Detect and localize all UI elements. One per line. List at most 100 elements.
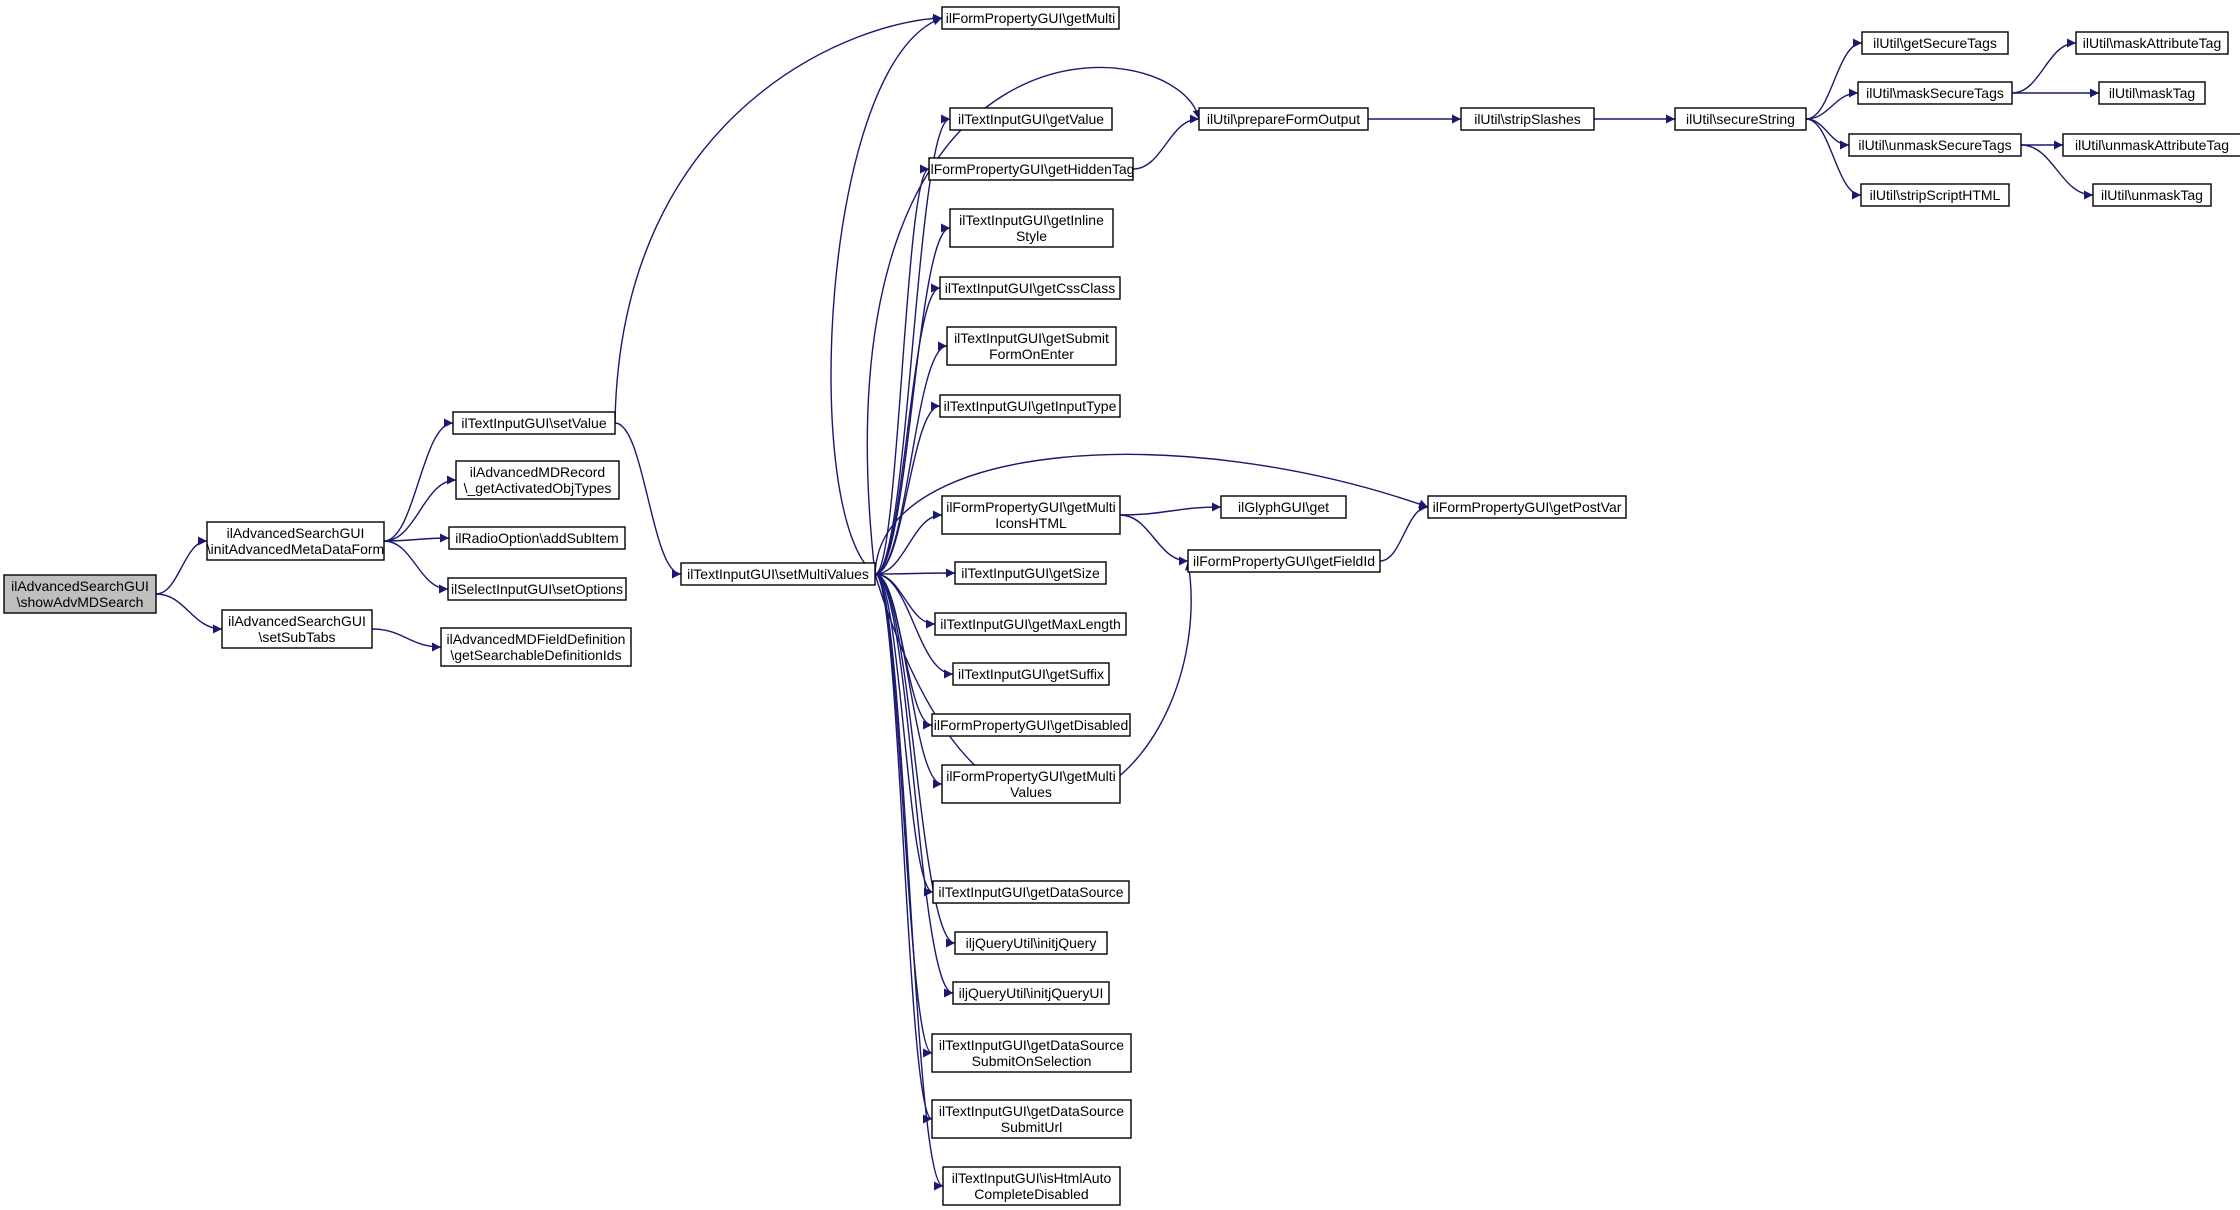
node-addSubItem[interactable]: ilRadioOption\addSubItem: [448, 526, 626, 550]
node-getFieldId[interactable]: ilFormPropertyGUI\getFieldId: [1187, 549, 1381, 573]
node-box-stripScriptHTML: [1860, 183, 2010, 207]
node-label-getSuffix-line-0: ilTextInputGUI\getSuffix: [958, 666, 1104, 682]
node-maskSecureTags[interactable]: ilUtil\maskSecureTags: [1857, 81, 2013, 105]
node-getMaxLength[interactable]: ilTextInputGUI\getMaxLength: [934, 612, 1127, 636]
node-unmaskAttributeTag[interactable]: ilUtil\unmaskAttributeTag: [2062, 133, 2240, 157]
node-box-getCssClass: [939, 276, 1121, 300]
node-label-getMultiIconsHTML-line-1: IconsHTML: [995, 515, 1067, 531]
node-box-getHiddenTag: [928, 157, 1134, 181]
edge-maskSecureTags-to-maskAttributeTag: [2011, 38, 2077, 94]
edge-getMultiIconsHTML-to-getFieldId: [1119, 514, 1189, 566]
node-label-initAdvancedMetaDataForm-line-1: \initAdvancedMetaDataForm: [207, 541, 384, 557]
node-label-prepareFormOutput-line-0: ilUtil\prepareFormOutput: [1207, 111, 1360, 127]
node-getDataSourceSubmitOnSelection[interactable]: ilTextInputGUI\getDataSourceSubmitOnSele…: [931, 1033, 1132, 1073]
node-get[interactable]: ilGlyphGUI\get: [1220, 495, 1347, 519]
node-setMultiValues[interactable]: ilTextInputGUI\setMultiValues: [680, 562, 876, 586]
node-box-maskAttributeTag: [2075, 31, 2229, 55]
edge-showAdvMDSearch-to-initAdvancedMetaDataForm: [155, 536, 208, 595]
node-getPostVar[interactable]: ilFormPropertyGUI\getPostVar: [1427, 495, 1627, 519]
node-getSuffix[interactable]: ilTextInputGUI\getSuffix: [952, 662, 1110, 686]
node-label-secureString-line-0: ilUtil\secureString: [1686, 111, 1795, 127]
node-getHiddenTag[interactable]: ilFormPropertyGUI\getHiddenTag: [928, 157, 1135, 181]
node-setValue[interactable]: ilTextInputGUI\setValue: [452, 411, 616, 435]
edge-setMultiValues-to-getDataSourceSubmitUrl: [874, 573, 933, 1124]
node-prepareFormOutput[interactable]: ilUtil\prepareFormOutput: [1198, 107, 1369, 131]
node-label-setSubTabs-line-0: ilAdvancedSearchGUI: [228, 613, 366, 629]
edge-setMultiValues-to-getCssClass: [874, 283, 941, 575]
node-label-maskTag-line-0: ilUtil\maskTag: [2109, 85, 2195, 101]
node-label-getMultiIconsHTML-line-0: ilFormPropertyGUI\getMulti: [946, 499, 1116, 515]
node-box-getMaxLength: [934, 612, 1127, 636]
node-getInputType[interactable]: ilTextInputGUI\getInputType: [939, 394, 1121, 418]
node-label-showAdvMDSearch-line-1: \showAdvMDSearch: [17, 594, 144, 610]
node-isHtmlAutoCompleteDisabled[interactable]: ilTextInputGUI\isHtmlAutoCompleteDisable…: [942, 1166, 1121, 1206]
node-maskAttributeTag[interactable]: ilUtil\maskAttributeTag: [2075, 31, 2229, 55]
node-label-setMultiValues-line-0: ilTextInputGUI\setMultiValues: [687, 566, 869, 582]
node-box-getSecureTags: [1861, 31, 2009, 55]
node-box-getActivatedObjTypes: [455, 460, 620, 500]
node-maskTag[interactable]: ilUtil\maskTag: [2098, 81, 2206, 105]
node-label-maskAttributeTag-line-0: ilUtil\maskAttributeTag: [2083, 35, 2222, 51]
node-showAdvMDSearch[interactable]: ilAdvancedSearchGUI\showAdvMDSearch: [3, 574, 157, 614]
node-box-getSubmitFormOnEnter: [946, 326, 1117, 366]
node-initjQueryUI[interactable]: iljQueryUtil\initjQueryUI: [952, 981, 1110, 1005]
node-unmaskTag[interactable]: ilUtil\unmaskTag: [2092, 183, 2212, 207]
node-label-getHiddenTag-line-0: ilFormPropertyGUI\getHiddenTag: [928, 161, 1135, 177]
node-initAdvancedMetaDataForm[interactable]: ilAdvancedSearchGUI\initAdvancedMetaData…: [206, 521, 385, 561]
node-getSize[interactable]: ilTextInputGUI\getSize: [954, 561, 1107, 585]
node-box-getInlineStyle: [949, 208, 1114, 248]
node-label-getSearchableDefinitionIds-line-0: ilAdvancedMDFieldDefinition: [447, 631, 626, 647]
node-label-getFieldId-line-0: ilFormPropertyGUI\getFieldId: [1193, 553, 1375, 569]
node-label-addSubItem-line-0: ilRadioOption\addSubItem: [455, 530, 618, 546]
node-label-getInputType-line-0: ilTextInputGUI\getInputType: [944, 398, 1117, 414]
node-getDisabled[interactable]: ilFormPropertyGUI\getDisabled: [931, 713, 1131, 737]
node-label-getActivatedObjTypes-line-0: ilAdvancedMDRecord: [470, 464, 605, 480]
edge-setMultiValues-to-getInlineStyle: [874, 223, 951, 575]
node-box-unmaskTag: [2092, 183, 2212, 207]
edge-initAdvancedMetaDataForm-to-addSubItem: [383, 533, 450, 543]
node-getSearchableDefinitionIds[interactable]: ilAdvancedMDFieldDefinition\getSearchabl…: [440, 627, 632, 667]
node-getValue[interactable]: ilTextInputGUI\getValue: [949, 107, 1113, 131]
node-label-getDataSource-line-0: ilTextInputGUI\getDataSource: [938, 884, 1123, 900]
nodes-layer: ilAdvancedSearchGUI\showAdvMDSearchilAdv…: [3, 6, 2240, 1206]
node-box-getMultiIconsHTML: [941, 495, 1121, 535]
node-setOptions[interactable]: ilSelectInputGUI\setOptions: [447, 577, 627, 601]
edge-secureString-to-getSecureTags: [1805, 38, 1863, 120]
node-label-maskSecureTags-line-0: ilUtil\maskSecureTags: [1866, 85, 2004, 101]
node-box-getDataSourceSubmitUrl: [931, 1099, 1132, 1139]
node-unmaskSecureTags[interactable]: ilUtil\unmaskSecureTags: [1848, 133, 2022, 157]
edge-setSubTabs-to-getSearchableDefinitionIds: [371, 628, 442, 652]
node-box-prepareFormOutput: [1198, 107, 1369, 131]
node-box-setValue: [452, 411, 616, 435]
node-getSecureTags[interactable]: ilUtil\getSecureTags: [1861, 31, 2009, 55]
node-secureString[interactable]: ilUtil\secureString: [1674, 107, 1807, 131]
node-label-getMultiValues-line-0: ilFormPropertyGUI\getMulti: [946, 768, 1116, 784]
edge-showAdvMDSearch-to-setSubTabs: [155, 593, 223, 634]
edge-initAdvancedMetaDataForm-to-getActivatedObjTypes: [383, 475, 457, 542]
node-stripScriptHTML[interactable]: ilUtil\stripScriptHTML: [1860, 183, 2010, 207]
node-initjQuery[interactable]: iljQueryUtil\initjQuery: [954, 931, 1108, 955]
node-label-unmaskTag-line-0: ilUtil\unmaskTag: [2101, 187, 2203, 203]
node-stripSlashes[interactable]: ilUtil\stripSlashes: [1460, 107, 1595, 131]
node-label-getDataSourceSubmitUrl-line-1: SubmitUrl: [1001, 1119, 1062, 1135]
node-getActivatedObjTypes[interactable]: ilAdvancedMDRecord\_getActivatedObjTypes: [455, 460, 620, 500]
edge-setMultiValues-to-getMulti: [830, 16, 943, 575]
edge-setMultiValues-to-initjQueryUI: [874, 573, 954, 998]
node-box-initjQueryUI: [952, 981, 1110, 1005]
node-label-getSecureTags-line-0: ilUtil\getSecureTags: [1873, 35, 1997, 51]
node-label-setValue-line-0: ilTextInputGUI\setValue: [461, 415, 606, 431]
node-box-showAdvMDSearch: [3, 574, 157, 614]
node-getMulti[interactable]: ilFormPropertyGUI\getMulti: [941, 6, 1120, 30]
node-box-isHtmlAutoCompleteDisabled: [942, 1166, 1121, 1206]
node-setSubTabs[interactable]: ilAdvancedSearchGUI\setSubTabs: [221, 609, 373, 649]
node-getCssClass[interactable]: ilTextInputGUI\getCssClass: [939, 276, 1121, 300]
node-label-getSize-line-0: ilTextInputGUI\getSize: [961, 565, 1100, 581]
edge-setMultiValues-to-getValue: [874, 114, 951, 575]
edge-getHiddenTag-to-prepareFormOutput: [1132, 114, 1200, 170]
node-getDataSource[interactable]: ilTextInputGUI\getDataSource: [932, 880, 1130, 904]
